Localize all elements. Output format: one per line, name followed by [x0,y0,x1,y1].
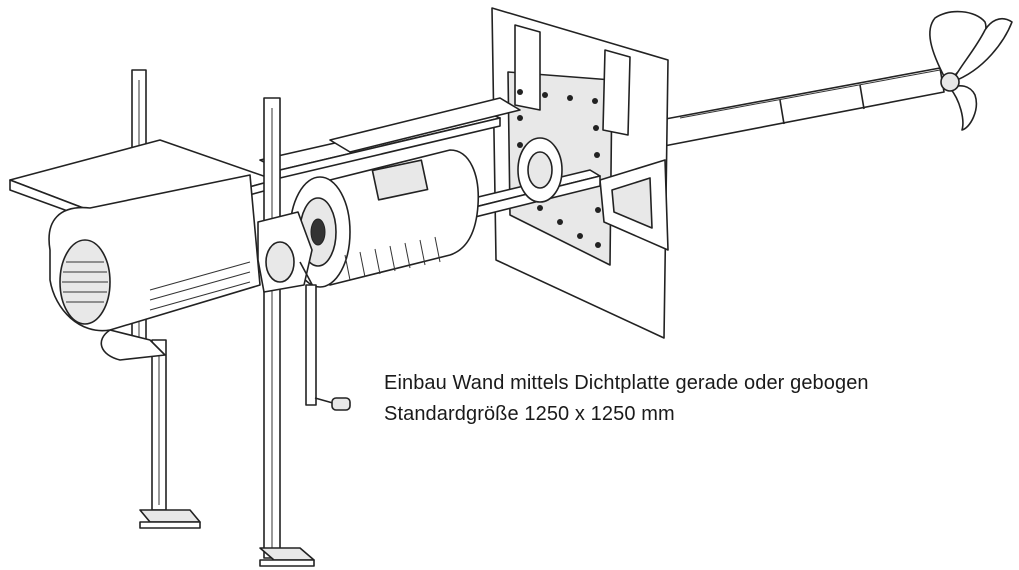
motor-with-canopy [9,139,276,361]
propeller [929,10,1013,131]
lifting-post-with-crank [257,97,351,567]
motor-fan-grille [62,261,108,303]
caption-wall-installation: Einbau Wand mittels Dichtplatte gerade o… [384,372,869,394]
caption-standard-size: Standardgröße 1250 x 1250 mm [384,403,675,425]
gearbox-drum [289,137,563,288]
propeller-shaft [659,67,945,147]
drum-ribs [344,236,441,281]
